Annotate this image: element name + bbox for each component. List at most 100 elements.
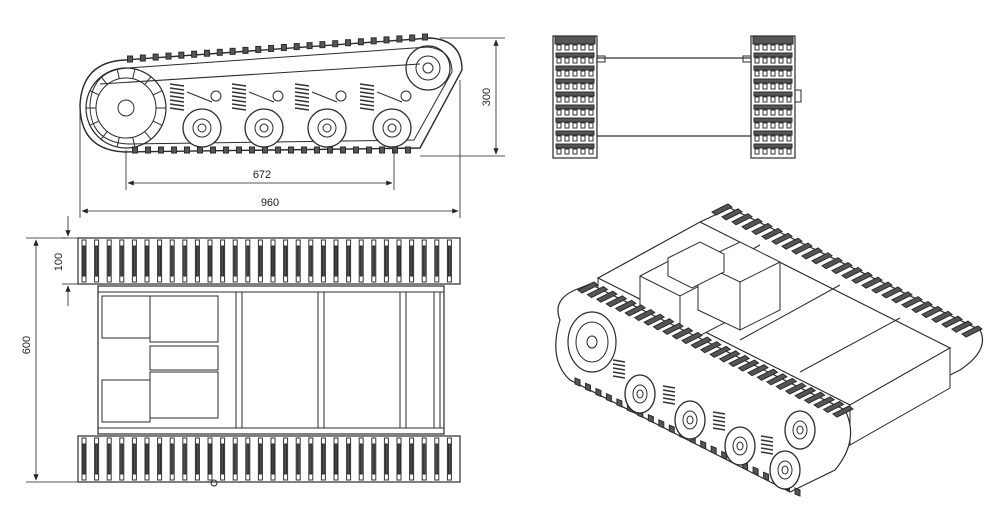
sprocket-tooth xyxy=(89,120,100,126)
iso-near-bottom-lug xyxy=(574,377,581,387)
iso-road-wheels xyxy=(612,359,816,490)
tread-lug xyxy=(275,146,281,154)
tread-lug xyxy=(197,146,203,154)
road-wheel xyxy=(244,108,284,148)
top-tread-pin xyxy=(120,443,124,475)
top-tread-link xyxy=(409,239,415,283)
top-tread-link xyxy=(220,239,226,283)
top-upper-track xyxy=(77,237,461,285)
tread-lug xyxy=(301,146,307,154)
top-tread-link xyxy=(106,239,112,283)
front-tread-link xyxy=(556,148,562,155)
top-tread-link xyxy=(333,437,339,481)
top-tread-pin xyxy=(95,245,99,277)
tread-lug xyxy=(236,146,242,154)
top-tread-pin xyxy=(384,245,388,277)
road-wheel-axle xyxy=(387,123,397,133)
top-tread-link xyxy=(409,437,415,481)
suspension-spring xyxy=(231,87,247,91)
iso-far-lug xyxy=(941,315,963,328)
dim-length-960: 960 xyxy=(261,197,279,209)
iso-near-bottom-lug xyxy=(794,487,801,497)
top-tread-link xyxy=(220,437,226,481)
top-tread-link xyxy=(207,437,213,481)
suspension-spring xyxy=(359,95,375,99)
top-tread-link xyxy=(94,239,100,283)
top-tread-link xyxy=(434,239,440,283)
top-tread-link xyxy=(144,437,150,481)
iso-near-lug xyxy=(690,336,713,349)
iso-far-lug xyxy=(931,310,953,323)
front-tread-link xyxy=(564,70,570,77)
road-wheel xyxy=(307,108,347,148)
top-tread-pin xyxy=(183,443,187,475)
top-tread-link xyxy=(245,437,251,481)
iso-near-bottom-lug xyxy=(721,450,728,461)
iso-spring xyxy=(612,367,626,371)
front-tread-bar xyxy=(555,65,595,71)
front-tread-link xyxy=(588,135,594,142)
suspension-spring xyxy=(294,91,310,95)
top-tread-link xyxy=(182,239,188,283)
top-tread-pin xyxy=(321,443,325,475)
top-tread-link xyxy=(169,239,175,283)
iso-road-wheel-hub xyxy=(632,384,648,404)
iso-near-lug xyxy=(832,405,854,418)
top-tread-link xyxy=(144,239,150,283)
front-body xyxy=(596,57,752,137)
front-tread-link xyxy=(580,44,586,51)
top-tread-pin xyxy=(397,443,401,475)
front-tread-link xyxy=(770,96,776,103)
suspension-spring xyxy=(359,91,375,95)
sprocket-tooth xyxy=(116,137,120,148)
top-tread-link xyxy=(308,437,314,481)
tread-lug xyxy=(165,52,172,60)
top-tread-pin xyxy=(107,443,111,475)
suspension-pivot xyxy=(335,90,347,102)
top-tread-pin xyxy=(309,443,313,475)
front-tread-link xyxy=(580,70,586,77)
suspension-spring xyxy=(359,83,375,87)
iso-road-wheel xyxy=(784,410,816,450)
side-track-treads xyxy=(127,33,428,154)
top-tread-pin xyxy=(145,443,149,475)
front-tread-link xyxy=(580,122,586,129)
top-tread-link xyxy=(446,437,452,481)
top-tread-link xyxy=(283,239,289,283)
sprocket-tooth xyxy=(144,131,152,140)
iso-far-lug xyxy=(911,301,933,314)
iso-far-lug xyxy=(711,203,733,216)
iso-near-lug xyxy=(595,290,618,303)
front-tread-link xyxy=(572,96,578,103)
iso-near-lug xyxy=(680,331,703,345)
front-tread-link xyxy=(588,44,594,51)
road-wheel-hub xyxy=(254,118,274,138)
iso-spring xyxy=(712,423,726,427)
sprocket-tooth xyxy=(89,90,100,96)
front-tread-link xyxy=(770,70,776,77)
iso-near-lug xyxy=(662,322,684,335)
top-tread-pin xyxy=(221,443,225,475)
front-tread-link xyxy=(778,57,784,64)
top-tread-link xyxy=(270,437,276,481)
iso-spring xyxy=(760,443,774,447)
tread-lug xyxy=(340,146,346,154)
top-tread-pin xyxy=(258,443,262,475)
front-tread-link xyxy=(556,96,562,103)
iso-near-lug xyxy=(813,396,836,409)
top-tread-pin xyxy=(233,245,237,277)
top-tread-link xyxy=(270,239,276,283)
front-tread-bar xyxy=(555,104,595,110)
tread-lug xyxy=(345,39,352,47)
dim-height-300: 300 xyxy=(481,88,493,106)
tread-lug xyxy=(332,40,339,48)
iso-spring xyxy=(612,375,626,379)
top-tread-pin xyxy=(334,245,338,277)
tread-lug xyxy=(409,34,416,42)
top-tread-pin xyxy=(233,443,237,475)
iso-near-bottom-lug xyxy=(752,466,759,476)
front-tread-bar xyxy=(753,117,793,123)
front-tread-link xyxy=(588,148,594,155)
front-tread-link xyxy=(770,44,776,51)
top-tread-pin xyxy=(410,245,414,277)
